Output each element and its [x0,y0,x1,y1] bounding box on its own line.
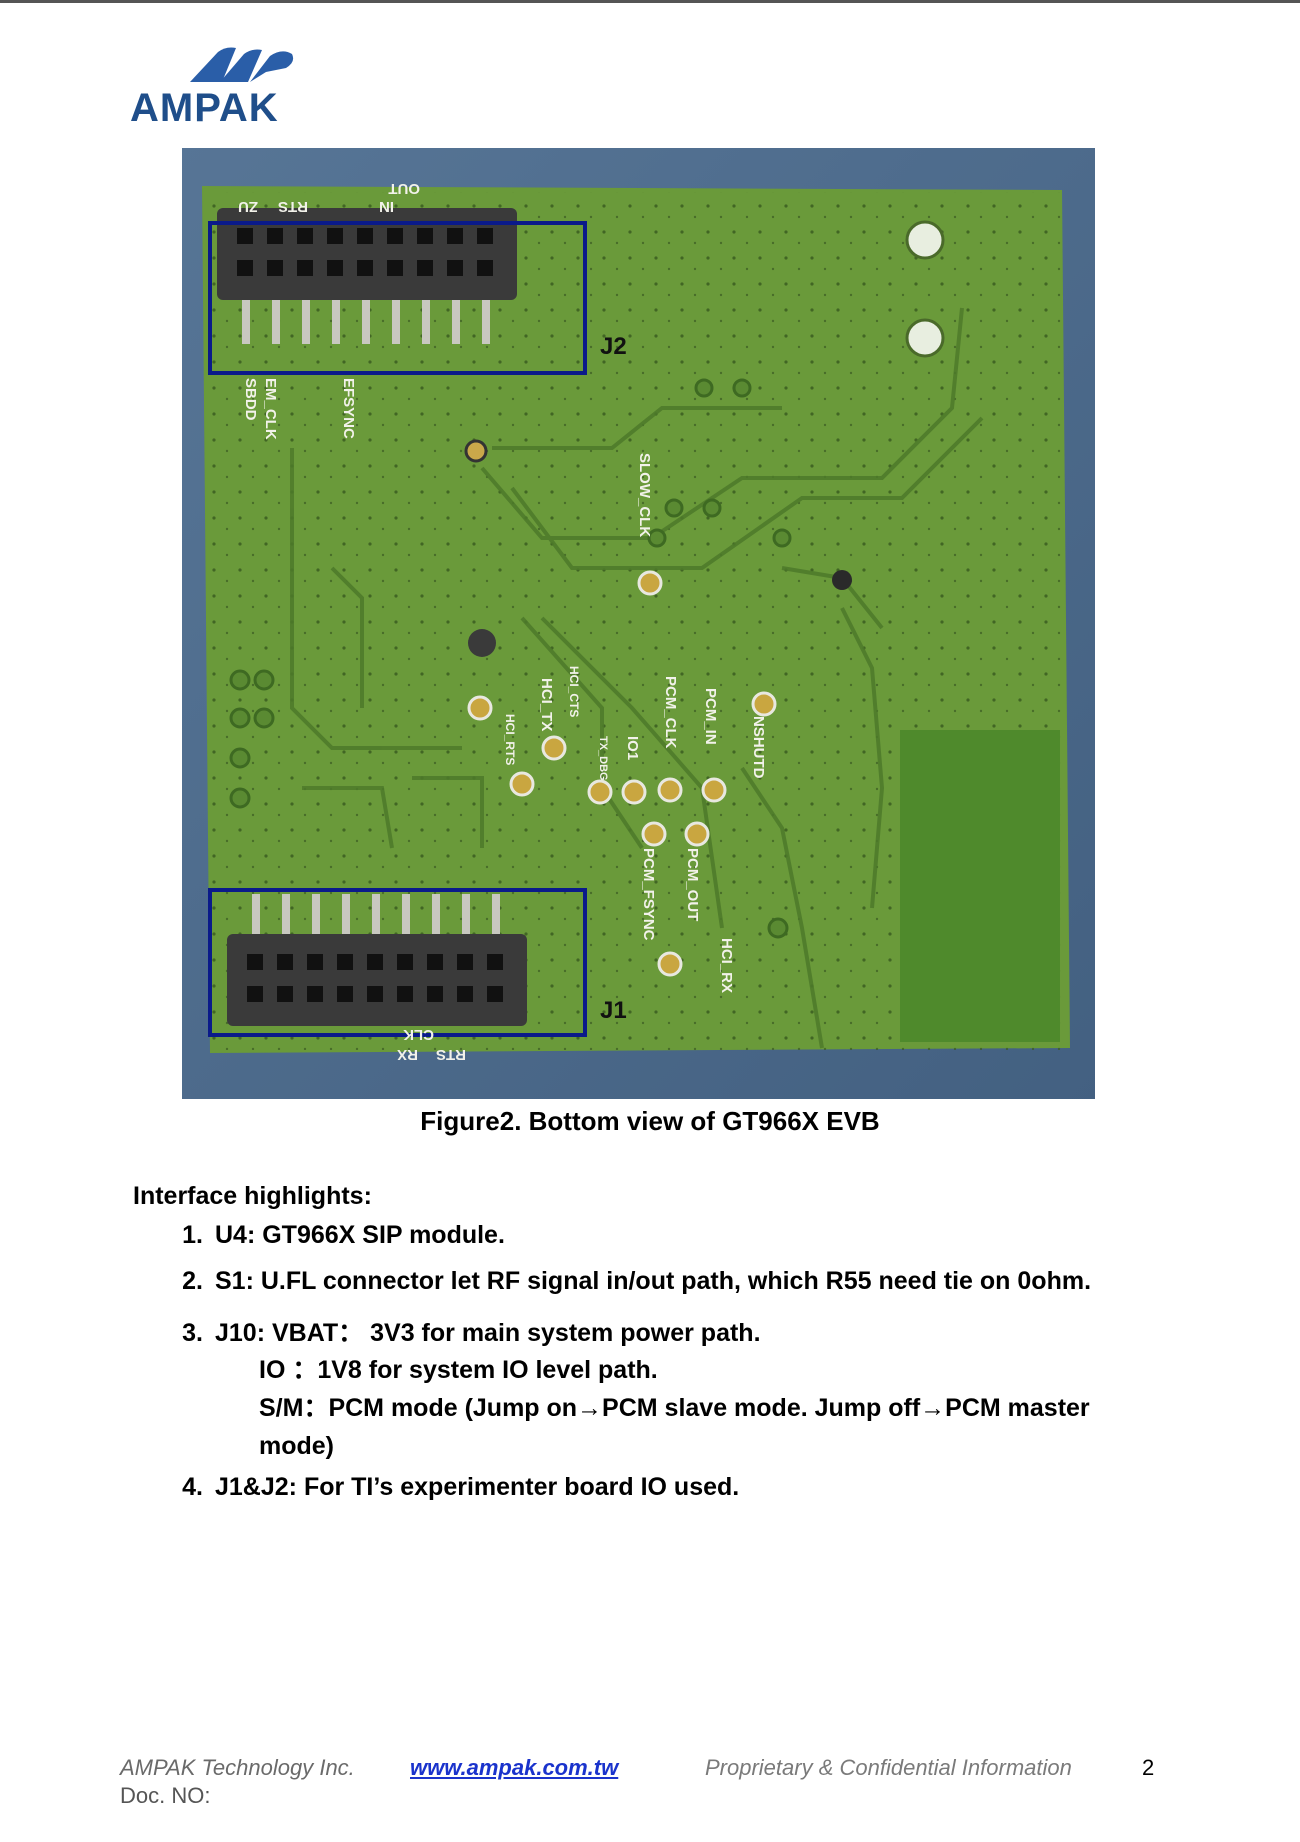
list-item-number: 3. [182,1319,203,1347]
logo-text: AMPAK [130,86,279,130]
silk-clk: CLK [403,1026,434,1043]
silk-tx-dbg: TX_DBG [597,736,609,781]
silk-hci-rx: HCI_RX [718,938,735,993]
silk-pcm-out: PCM_OUT [684,848,701,921]
test-points [467,570,777,977]
list-subitem-io: IO ：1V8 for system IO level path. [259,1356,658,1384]
silk-sbdd: SBDD [242,378,259,421]
antenna-area [900,730,1060,1042]
list-subitem-sm: S/M：PCM mode (Jump on→PCM slave mode. Ju… [259,1394,1090,1422]
footer-company: AMPAK Technology Inc. [120,1755,355,1780]
list-item: 4. J1&J2: For TI’s experimenter board IO… [133,1473,1183,1511]
silk-zu: ZU [238,198,258,215]
list-item: 1. U4: GT966X SIP module. [133,1221,1183,1259]
silk-rts-bottom: RTS [436,1046,466,1063]
j1-highlight-frame [208,888,587,1037]
list-item-text: J1&J2: For TI’s experimenter board IO us… [215,1473,740,1501]
j2-highlight-frame [208,221,587,375]
list-item: 3. J10: VBAT： 3V3 for main system power … [133,1313,1183,1465]
list-item-number: 4. [182,1473,203,1501]
silk-hci-tx: HCI_TX [538,678,555,731]
j2-label: J2 [600,333,627,360]
silk-out: OUT [388,180,420,197]
pcb-bottom-view-figure: J2 J1 [182,148,1095,1099]
page-number: 2 [1142,1755,1155,1780]
footer-doc-no: Doc. NO: [120,1783,211,1808]
silk-pcm-in: PCM_IN [702,688,719,745]
silk-hci-cts: HCI_CTS [567,666,581,717]
list-item-number: 2. [182,1267,203,1295]
list-subitem-sm-cont: mode) [259,1432,334,1460]
list-item: 2. S1: U.FL connector let RF signal in/o… [133,1267,1183,1305]
interface-highlights: Interface highlights: 1. U4: GT966X SIP … [133,1182,1183,1519]
logo-mark-icon [190,47,294,82]
pcb-traces [290,307,984,1049]
silk-nshutd: NSHUTD [750,716,767,779]
silk-in: IN [379,198,394,215]
list-item-text: J10: VBAT： 3V3 for main system power pat… [215,1319,761,1347]
list-item-number: 1. [182,1221,203,1249]
list-item-text: S1: U.FL connector let RF signal in/out … [215,1267,1092,1295]
silk-pcm-clk: PCM_CLK [662,676,679,749]
silk-em-clk: EM_CLK [262,378,279,440]
silk-pcm-fsync: PCM_FSYNC [640,848,657,941]
silk-hci-rts: HCI_RTS [503,714,517,765]
j1-connector [227,894,527,1026]
company-logo: AMPAK [130,46,300,130]
footer-url-link[interactable]: www.ampak.com.tw [410,1755,619,1780]
footer-proprietary: Proprietary & Confidential Information [705,1755,1072,1780]
silk-efsync: EFSYNC [340,378,357,439]
figure-caption: Figure2. Bottom view of GT966X EVB [420,1106,880,1136]
list-item-text: U4: GT966X SIP module. [215,1221,505,1249]
top-rule [0,0,1300,3]
silk-slow-clk: SLOW_CLK [636,453,653,537]
silk-rts: RTS [278,198,308,215]
section-title: Interface highlights: [133,1182,372,1210]
silk-io1: IO1 [624,736,641,760]
j1-label: J1 [600,997,627,1024]
silk-rx: RX [397,1046,418,1063]
j2-connector [217,208,517,344]
